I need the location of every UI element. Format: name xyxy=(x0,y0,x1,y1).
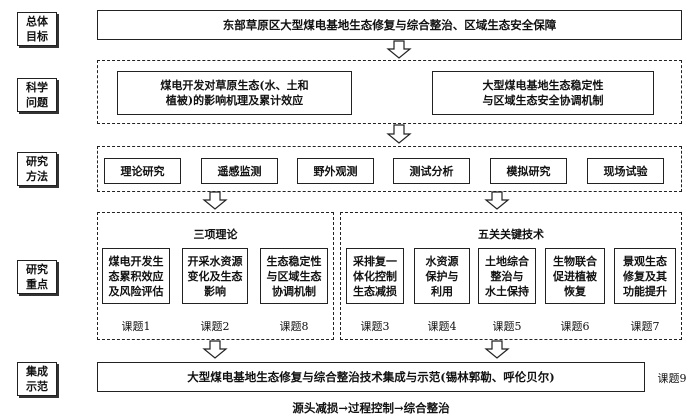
method-6-text: 现场试验 xyxy=(603,164,648,178)
tech-topic-4: 课题6 xyxy=(560,320,590,333)
question-1-line2: 植被)的影响机理及累计效应 xyxy=(165,94,304,107)
tech-2-line2: 保护与 xyxy=(425,269,459,283)
tech-5-line2: 修复及其 xyxy=(623,269,667,283)
arrow-question-to-method xyxy=(386,124,412,144)
method-5-text: 模拟研究 xyxy=(506,164,551,178)
integration-box: 大型煤电基地生态修复与综合整治技术集成与示范(锡林郭勒、呼伦贝尔) xyxy=(97,362,645,392)
theory-3-line3: 协调机制 xyxy=(272,284,316,298)
tech-box-2: 水资源 保护与 利用 xyxy=(414,248,470,304)
tech-topic-5: 课题7 xyxy=(630,320,660,333)
label-focus: 研究 重点 xyxy=(17,260,57,294)
theory-box-1: 煤电开发生 态累积效应 及风险评估 xyxy=(102,248,170,304)
question-2-line2: 与区域生态安全协调机制 xyxy=(482,94,604,107)
label-question-line1: 科学 xyxy=(26,81,48,94)
label-focus-line2: 重点 xyxy=(26,278,48,291)
tech-4-line2: 促进植被 xyxy=(553,269,597,283)
arrow-theory-to-integration xyxy=(202,340,228,359)
theory-2-line1: 开采水资源 xyxy=(187,254,243,268)
label-method: 研究 方法 xyxy=(17,152,57,186)
question-1-line1: 煤电开发对草原生态(水、土和 xyxy=(160,79,309,92)
question-2-line1: 大型煤电基地生态稳定性 xyxy=(482,79,604,92)
theory-2-line3: 影响 xyxy=(204,284,226,298)
theory-topic-3: 课题8 xyxy=(279,320,309,333)
question-box-1: 煤电开发对草原生态(水、土和 植被)的影响机理及累计效应 xyxy=(117,71,352,115)
tech-3-line3: 水土保持 xyxy=(485,284,529,298)
tech-box-1: 采排复一 体化控制 生态减损 xyxy=(346,248,404,304)
theory-box-3: 生态稳定性 与区域生态 协调机制 xyxy=(260,248,328,304)
theory-1-line2: 态累积效应 xyxy=(108,269,164,283)
label-integration-line1: 集成 xyxy=(26,365,48,378)
question-group xyxy=(97,60,682,124)
tech-3-line2: 整治与 xyxy=(490,269,524,283)
method-group xyxy=(97,146,682,192)
tech-1-line3: 生态减损 xyxy=(353,284,397,298)
tech-4-line3: 恢复 xyxy=(564,284,586,298)
goal-text: 东部草原区大型煤电基地生态修复与综合整治、区域生态安全保障 xyxy=(222,18,557,32)
label-method-line2: 方法 xyxy=(26,170,48,183)
theory-3-line1: 生态稳定性 xyxy=(266,254,322,268)
tech-2-line1: 水资源 xyxy=(425,254,459,268)
theory-2-line2: 变化及生态 xyxy=(187,269,243,283)
label-focus-line1: 研究 xyxy=(26,263,48,276)
method-box-4: 测试分析 xyxy=(393,158,470,184)
arrow-tech-to-integration xyxy=(484,340,510,359)
tech-1-line2: 体化控制 xyxy=(353,269,397,283)
method-2-text: 遥感监测 xyxy=(217,164,262,178)
arrow-method-to-theory xyxy=(202,191,228,210)
method-box-5: 模拟研究 xyxy=(490,158,567,184)
theory-3-line2: 与区域生态 xyxy=(266,269,322,283)
integration-text: 大型煤电基地生态修复与综合整治技术集成与示范(锡林郭勒、呼伦贝尔) xyxy=(187,370,555,384)
tech-4-line1: 生物联合 xyxy=(553,254,597,268)
goal-box: 东部草原区大型煤电基地生态修复与综合整治、区域生态安全保障 xyxy=(97,10,682,40)
tech-box-5: 景观生态 修复及其 功能提升 xyxy=(614,248,676,304)
theory-group xyxy=(97,212,334,340)
theory-box-2: 开采水资源 变化及生态 影响 xyxy=(182,248,248,304)
label-question: 科学 问题 xyxy=(17,78,57,112)
method-1-text: 理论研究 xyxy=(120,164,165,178)
question-box-2: 大型煤电基地生态稳定性 与区域生态安全协调机制 xyxy=(432,71,654,115)
method-box-1: 理论研究 xyxy=(104,158,181,184)
tech-5-line1: 景观生态 xyxy=(623,254,667,268)
label-goal: 总体 目标 xyxy=(17,12,57,46)
theory-title: 三项理论 xyxy=(193,228,238,241)
tech-3-line1: 土地综合 xyxy=(485,254,529,268)
label-goal-line1: 总体 xyxy=(26,15,48,28)
theory-topic-2: 课题2 xyxy=(200,320,230,333)
theory-topic-1: 课题1 xyxy=(121,320,151,333)
theory-1-line1: 煤电开发生 xyxy=(108,254,164,268)
method-3-text: 野外观测 xyxy=(313,164,358,178)
method-box-2: 遥感监测 xyxy=(201,158,278,184)
tech-topic-3: 课题5 xyxy=(492,320,522,333)
tech-topic-1: 课题3 xyxy=(360,320,390,333)
tech-title: 五关关键技术 xyxy=(478,228,544,241)
method-4-text: 测试分析 xyxy=(409,164,454,178)
tech-group xyxy=(340,212,682,340)
tech-box-4: 生物联合 促进植被 恢复 xyxy=(545,248,605,304)
theory-1-line3: 及风险评估 xyxy=(108,284,164,298)
method-box-3: 野外观测 xyxy=(297,158,374,184)
tech-1-line1: 采排复一 xyxy=(353,254,397,268)
label-integration: 集成 示范 xyxy=(17,362,57,396)
arrow-method-to-tech xyxy=(484,191,510,210)
tech-topic-2: 课题4 xyxy=(427,320,457,333)
arrow-goal-to-question xyxy=(386,40,412,59)
footer-caption: 源头减损→过程控制→综合整治 xyxy=(292,401,450,415)
label-question-line2: 问题 xyxy=(26,96,48,109)
tech-2-line3: 利用 xyxy=(431,284,453,298)
integration-topic: 课题9 xyxy=(657,372,687,385)
label-integration-line2: 示范 xyxy=(26,380,48,393)
label-goal-line2: 目标 xyxy=(26,30,48,43)
method-box-6: 现场试验 xyxy=(587,158,664,184)
tech-box-3: 土地综合 整治与 水土保持 xyxy=(478,248,536,304)
label-method-line1: 研究 xyxy=(26,155,48,168)
tech-5-line3: 功能提升 xyxy=(623,284,667,298)
